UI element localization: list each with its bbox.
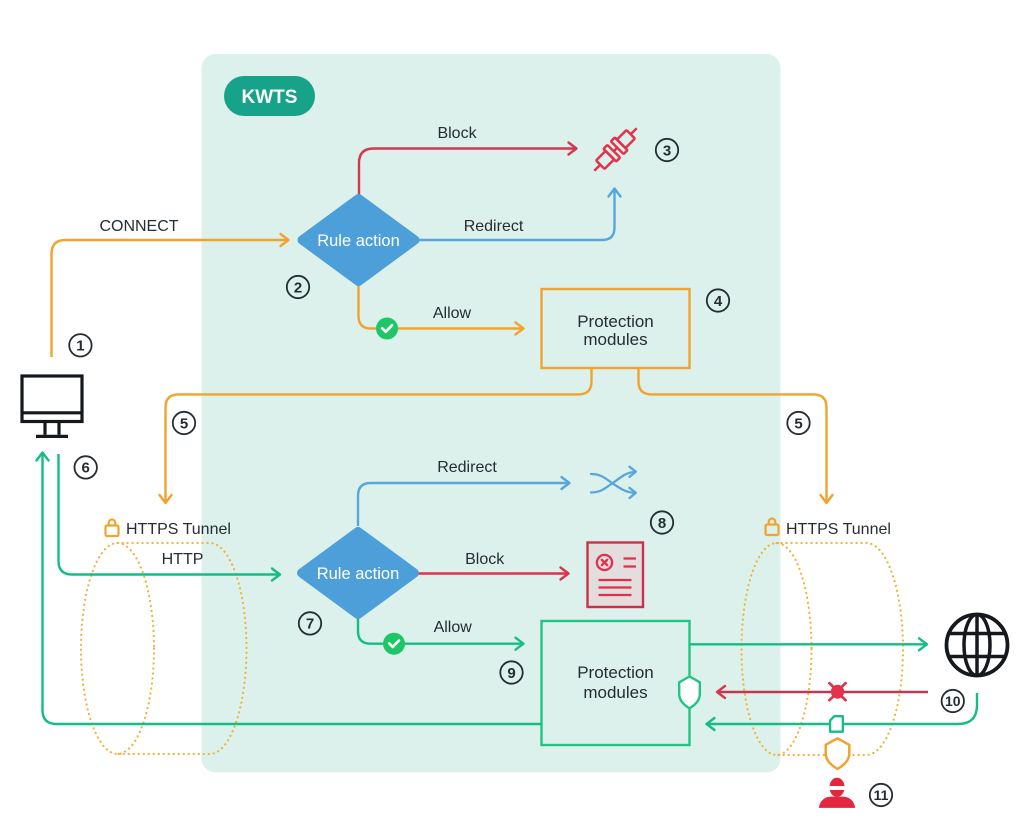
svg-text:Redirect: Redirect [464, 218, 524, 235]
svg-text:9: 9 [507, 665, 515, 682]
svg-text:5: 5 [794, 415, 802, 432]
svg-text:11: 11 [874, 787, 889, 803]
svg-text:Block: Block [465, 551, 505, 568]
svg-text:5: 5 [180, 415, 188, 432]
svg-text:4: 4 [714, 293, 723, 310]
svg-text:HTTPS Tunnel: HTTPS Tunnel [126, 521, 231, 538]
svg-text:3: 3 [663, 142, 671, 159]
svg-text:7: 7 [306, 616, 314, 633]
svg-text:Allow: Allow [434, 619, 473, 636]
svg-text:Rule action: Rule action [317, 565, 400, 583]
svg-text:10: 10 [945, 693, 961, 709]
svg-text:KWTS: KWTS [242, 87, 298, 108]
svg-text:Protection: Protection [577, 312, 654, 331]
svg-text:modules: modules [583, 330, 647, 349]
svg-text:8: 8 [658, 515, 666, 532]
svg-text:6: 6 [82, 460, 90, 477]
svg-text:Protection: Protection [577, 663, 654, 682]
svg-text:Redirect: Redirect [437, 459, 497, 476]
svg-text:1: 1 [76, 338, 84, 355]
svg-text:Allow: Allow [433, 305, 472, 322]
svg-text:HTTP: HTTP [162, 551, 204, 568]
svg-text:Rule action: Rule action [317, 232, 400, 250]
svg-text:CONNECT: CONNECT [99, 218, 178, 235]
svg-text:2: 2 [294, 279, 302, 296]
svg-text:HTTPS Tunnel: HTTPS Tunnel [786, 521, 891, 538]
svg-text:modules: modules [583, 683, 647, 702]
svg-text:Block: Block [437, 125, 477, 142]
